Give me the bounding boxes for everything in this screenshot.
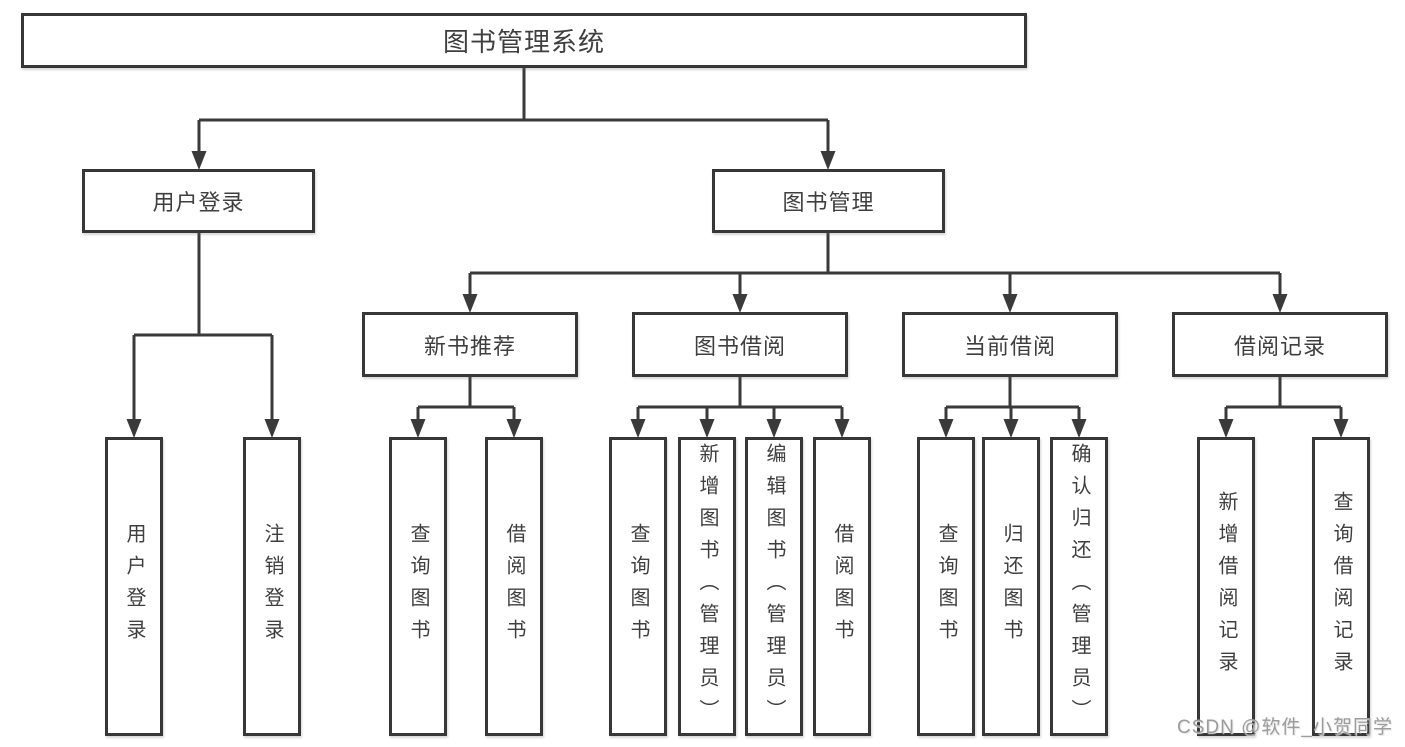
node-confirm-return-admin: 确认归还（管理员） <box>1050 437 1108 736</box>
node-add-borrow-record: 新增借阅记录 <box>1197 437 1255 736</box>
arrowhead <box>1272 294 1288 313</box>
node-query-books-borrow: 查询图书 <box>609 437 667 736</box>
arrowhead <box>1002 294 1018 313</box>
arrowhead <box>834 419 850 438</box>
arrowhead <box>1333 419 1349 438</box>
node-library-management-system: 图书管理系统 <box>21 13 1027 68</box>
arrowhead <box>1003 419 1019 438</box>
csdn-watermark: CSDN @软件_小贺同学 <box>1177 717 1393 738</box>
node-query-borrow-record: 查询借阅记录 <box>1312 437 1370 736</box>
node-new-book-recommend: 新书推荐 <box>362 312 578 377</box>
node-current-borrow: 当前借阅 <box>902 312 1118 377</box>
node-query-books-recommend: 查询图书 <box>389 437 447 736</box>
arrowhead <box>766 419 782 438</box>
connector-current-borrow-children <box>938 377 1087 438</box>
connector-book-borrow-children <box>630 377 850 438</box>
node-borrow-books-recommend: 借阅图书 <box>485 437 543 736</box>
connector-user-login-children <box>126 233 280 438</box>
node-logout: 注销登录 <box>243 437 301 736</box>
node-query-books-current: 查询图书 <box>917 437 975 736</box>
arrowhead <box>191 151 207 170</box>
arrowhead <box>938 419 954 438</box>
node-user-login-leaf: 用户登录 <box>105 437 163 736</box>
arrowhead <box>1071 419 1087 438</box>
node-borrow-books: 借阅图书 <box>813 437 871 736</box>
node-book-management: 图书管理 <box>712 169 945 233</box>
arrowhead <box>732 294 748 313</box>
arrowhead <box>1218 419 1234 438</box>
arrowhead <box>630 419 646 438</box>
connector-new-book-recommend-children <box>410 377 522 438</box>
arrowhead <box>820 151 836 170</box>
connector-root-to-level2 <box>191 68 836 170</box>
arrowhead <box>462 294 478 313</box>
node-user-login: 用户登录 <box>82 169 315 233</box>
arrowhead <box>506 419 522 438</box>
connector-borrow-records-children <box>1218 377 1349 438</box>
arrowhead <box>410 419 426 438</box>
node-edit-books-admin: 编辑图书（管理员） <box>745 437 803 736</box>
node-return-books: 归还图书 <box>982 437 1040 736</box>
arrowhead <box>264 419 280 438</box>
node-add-books-admin: 新增图书（管理员） <box>678 437 736 736</box>
node-borrow-records: 借阅记录 <box>1172 312 1388 377</box>
arrowhead <box>699 419 715 438</box>
connector-book-management-children <box>462 233 1288 313</box>
arrowhead <box>126 419 142 438</box>
node-book-borrow: 图书借阅 <box>632 312 848 377</box>
